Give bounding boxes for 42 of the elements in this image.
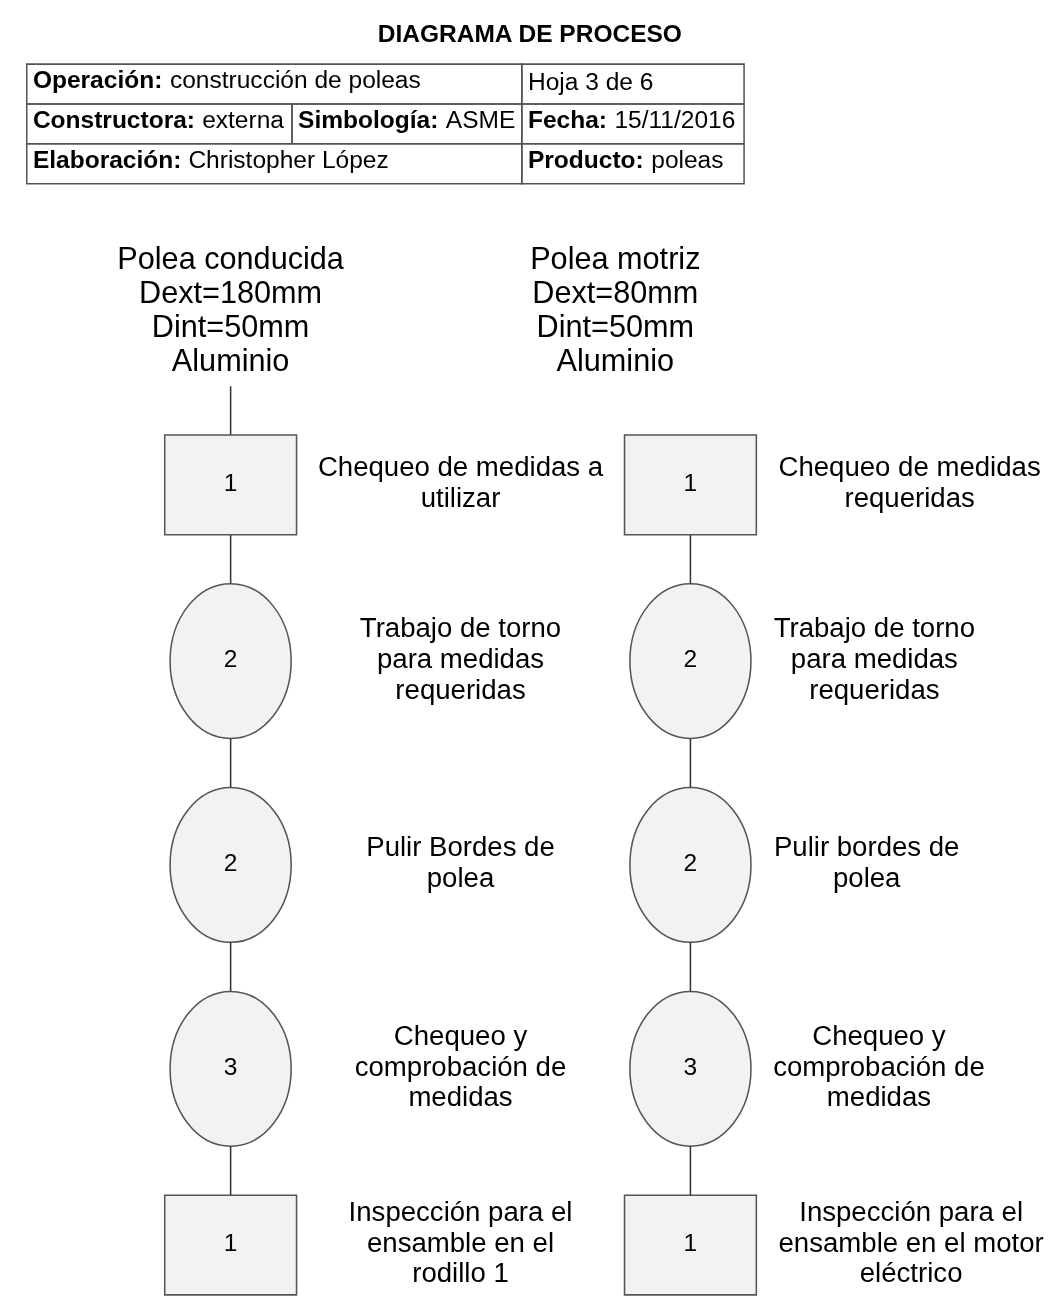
label: Hoja 3 de 6 (527, 67, 654, 95)
label: Producto: poleas (527, 145, 724, 173)
connector (689, 737, 692, 788)
label: Polea motriz (530, 240, 701, 275)
node-ellipse: 3 (629, 990, 752, 1147)
connector (229, 533, 232, 584)
connector (689, 533, 692, 584)
label: Simbología: ASME (298, 105, 516, 133)
node-ellipse: 2 (629, 786, 752, 943)
diagram-title: DIAGRAMA DE PROCESO (377, 19, 682, 47)
connector (229, 385, 232, 435)
connector (689, 1145, 692, 1196)
node-text: Polea conducida Dext=180mm Dint=50mm Aluminio (117, 240, 344, 377)
node-label: Trabajo de torno para medidas requeridas (773, 611, 976, 704)
connector (229, 941, 232, 992)
node-box: 1 (163, 1193, 298, 1296)
label: Aluminio (556, 342, 675, 377)
label: Dext=80mm (532, 274, 699, 309)
node-label: Chequeo y comprobación de medidas (773, 1019, 985, 1112)
label: Fecha: 15/11/2016 (527, 105, 736, 133)
node-label: Trabajo de torno para medidas requeridas (359, 611, 562, 704)
label: Dint=50mm (536, 308, 695, 343)
label: Constructora: externa (32, 105, 284, 133)
node-label: Chequeo y comprobación de medidas (354, 1019, 567, 1112)
label: Elaboración: Christopher López (32, 145, 389, 173)
node-label: Inspección para el ensamble en el motor eléctrico (778, 1195, 1044, 1288)
connector (229, 1145, 232, 1196)
node-label: Pulir bordes de polea (773, 830, 960, 893)
node-ellipse: 3 (169, 990, 292, 1147)
node-label: Pulir Bordes de polea (366, 830, 555, 893)
node-label: Chequeo de medidas requeridas (778, 450, 1041, 513)
node-box: 1 (163, 433, 298, 535)
node-label: Inspección para el ensamble en el rodillo 1 (348, 1195, 573, 1288)
node-ellipse: 2 (169, 786, 292, 943)
node-box: 1 (623, 433, 758, 535)
node-ellipse: 2 (169, 582, 292, 739)
node-ellipse: 2 (629, 582, 752, 739)
node-label: Chequeo de medidas a utilizar (317, 450, 604, 513)
node-box: 1 (623, 1193, 758, 1296)
connector (229, 737, 232, 788)
label: Operación: construcción de poleas (32, 65, 421, 93)
connector (689, 941, 692, 992)
